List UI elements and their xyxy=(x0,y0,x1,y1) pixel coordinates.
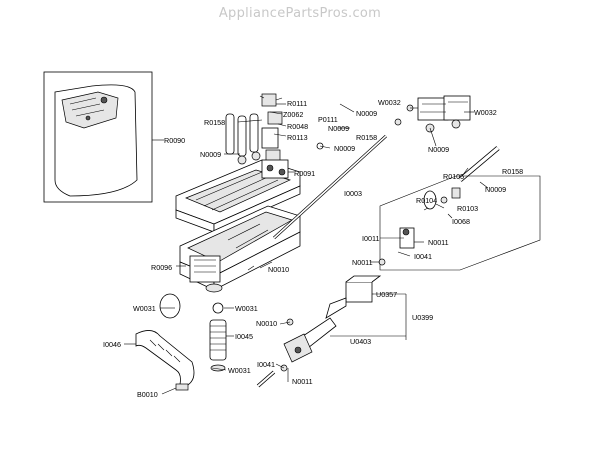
callout-n0009: N0009 xyxy=(485,185,506,194)
callout-r0104: R0104 xyxy=(416,196,437,205)
callout-r0105: R0105 xyxy=(443,172,464,181)
callout-i0041: I0041 xyxy=(257,360,275,369)
callout-i0011: I0011 xyxy=(362,234,379,243)
callout-p0111: P0111 xyxy=(318,115,338,124)
callout-r0048: R0048 xyxy=(287,122,308,131)
callout-n0009: N0009 xyxy=(428,145,449,154)
callout-w0031: W0031 xyxy=(228,366,251,375)
callout-u0399: U0399 xyxy=(412,313,433,322)
callout-n0011: N0011 xyxy=(292,377,313,386)
drain-hose-i0046 xyxy=(135,293,195,391)
callout-r0091: R0091 xyxy=(294,169,315,178)
callout-n0011: N0011 xyxy=(428,238,449,247)
drain-pump-assembly xyxy=(283,275,382,363)
callout-r0090: R0090 xyxy=(164,136,185,145)
callout-r0103: R0103 xyxy=(457,204,478,213)
callout-n0009: N0009 xyxy=(356,109,377,118)
pump-inset-box xyxy=(379,175,541,271)
bellows-i0045 xyxy=(209,302,227,372)
callout-n0011: N0011 xyxy=(352,258,373,267)
callout-b0010: B0010 xyxy=(137,390,158,399)
callout-n0009: N0009 xyxy=(328,124,349,133)
callout-i0068: I0068 xyxy=(452,217,470,226)
callout-n0010: N0010 xyxy=(268,265,289,274)
callout-i0003: I0003 xyxy=(344,189,362,198)
callout-w0031: W0031 xyxy=(235,304,258,313)
callout-u0403: U0403 xyxy=(350,337,371,346)
callout-n0009: N0009 xyxy=(334,144,355,153)
callout-r0158: R0158 xyxy=(204,118,225,127)
callout-r0158: R0158 xyxy=(502,167,523,176)
callout-labels: R0090 R0111 Z0062 R0158 P0111 R0048 R011… xyxy=(103,98,523,399)
leader-lines xyxy=(124,103,489,395)
callout-n0010: N0010 xyxy=(256,319,277,328)
water-valve-assembly xyxy=(259,93,283,163)
supply-tube xyxy=(272,134,388,240)
callout-w0032: W0032 xyxy=(378,98,401,107)
callout-w0031: W0031 xyxy=(133,304,156,313)
inlet-valve-cluster xyxy=(394,95,471,133)
hose-right xyxy=(458,146,500,182)
callout-r0111: R0111 xyxy=(287,99,307,108)
detergent-drawer-body xyxy=(179,205,301,293)
callout-i0045: I0045 xyxy=(235,332,253,341)
callout-r0113: R0113 xyxy=(287,133,308,142)
callout-r0096: R0096 xyxy=(151,263,172,272)
callout-u0357: U0357 xyxy=(376,290,397,299)
watermark-text: AppliancePartsPros.com xyxy=(218,6,382,21)
callout-w0032: W0032 xyxy=(474,108,497,117)
inset-detail-panel xyxy=(43,71,153,203)
callout-i0041: I0041 xyxy=(414,252,432,261)
callout-r0158: R0158 xyxy=(356,133,377,142)
callout-z0062: Z0062 xyxy=(283,110,303,119)
hose-group-left xyxy=(225,113,261,165)
callout-i0046: I0046 xyxy=(103,340,121,349)
callout-n0009: N0009 xyxy=(200,150,221,159)
